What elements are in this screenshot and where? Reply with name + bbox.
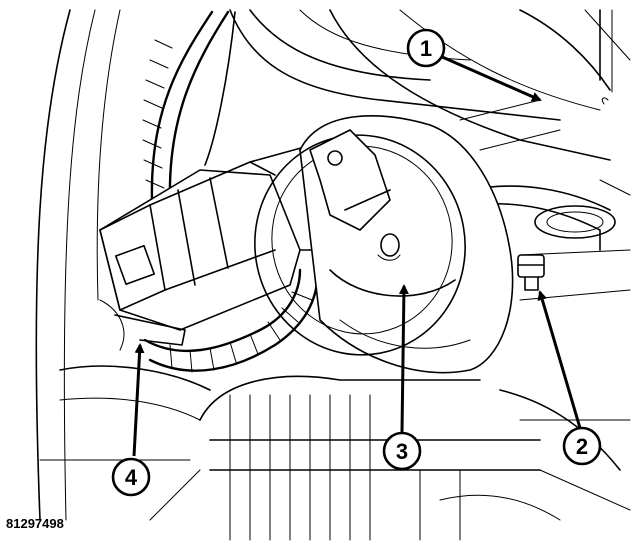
callout-4-label: 4 (125, 465, 138, 490)
callout-2: 2 (562, 426, 602, 466)
callout-4: 4 (111, 457, 151, 497)
electrical-connector (99, 139, 351, 346)
wire-harness (142, 10, 320, 373)
valve-body (254, 114, 514, 374)
background-engine-structure (35, 9, 631, 541)
callout-1-label: 1 (420, 36, 432, 61)
callout-3: 3 (382, 431, 422, 471)
figure-id-number: 81297498 (6, 516, 64, 531)
callout-leaders (132, 54, 582, 457)
callout-1: 1 (406, 28, 446, 68)
callout-2-label: 2 (576, 434, 588, 459)
callout-3-label: 3 (396, 439, 408, 464)
mounting-bolt (517, 254, 545, 291)
